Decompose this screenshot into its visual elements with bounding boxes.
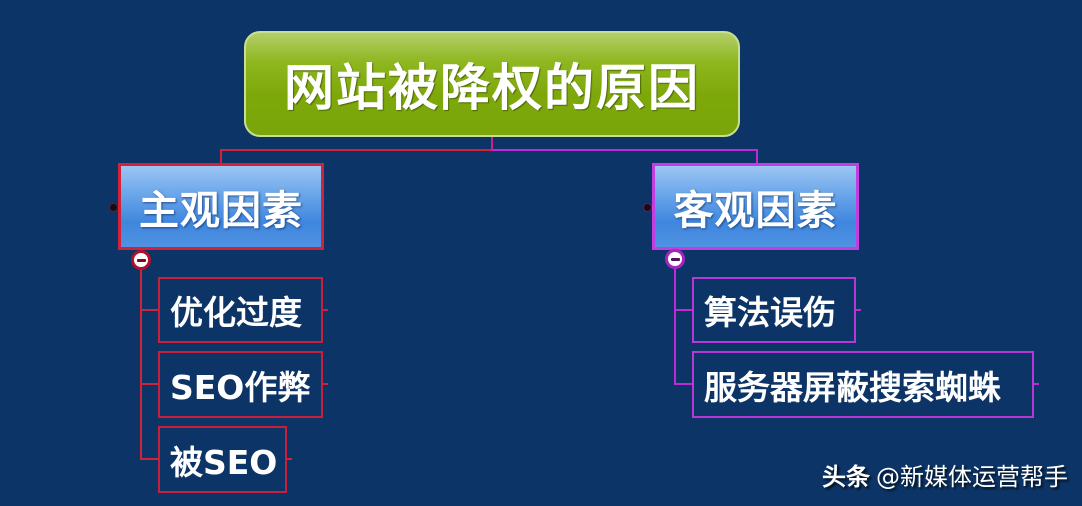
minus-icon [670,257,680,261]
leaf-label: 服务器屏蔽搜索蜘蛛 [704,367,1001,407]
connector-root-stem [491,137,493,150]
category-node-objective[interactable]: 客观因素 [652,163,859,250]
connector-root-left-horizontal [220,149,493,151]
left-branch-2 [140,383,159,385]
left-category-anchor-dot [109,203,118,212]
left-branch-1 [140,309,159,311]
category-label: 主观因素 [139,187,303,234]
leaf-stub [323,309,328,311]
watermark: 头条@新媒体运营帮手 [822,457,1068,492]
right-children-spine [674,266,676,385]
leaf-node-seo-cheating[interactable]: SEO作弊 [158,351,323,418]
leaf-label: 被SEO [170,442,278,482]
leaf-node-server-blocks-spider[interactable]: 服务器屏蔽搜索蜘蛛 [692,351,1034,418]
minus-icon [136,258,146,262]
leaf-node-algorithm-mistake[interactable]: 算法误伤 [692,277,856,343]
leaf-node-over-optimization[interactable]: 优化过度 [158,277,323,343]
leaf-stub [1034,383,1039,385]
left-children-spine [140,266,142,460]
root-node-title[interactable]: 网站被降权的原因 [244,31,740,137]
connector-right-drop [756,149,758,164]
leaf-label: 优化过度 [170,293,302,332]
watermark-account: @新媒体运营帮手 [876,463,1068,491]
collapse-left-icon[interactable] [131,250,151,270]
right-branch-1 [674,309,693,311]
root-node-label: 网站被降权的原因 [284,59,700,117]
category-label: 客观因素 [673,187,838,234]
right-category-anchor-dot [643,203,652,212]
category-node-subjective[interactable]: 主观因素 [118,163,324,250]
right-branch-2 [674,383,693,385]
watermark-platform: 头条 [822,463,870,491]
connector-root-right-horizontal [492,149,758,151]
leaf-stub [323,383,328,385]
collapse-right-icon[interactable] [665,249,685,269]
leaf-label: 算法误伤 [704,293,836,332]
connector-left-drop [220,149,222,164]
left-branch-3 [140,458,159,460]
leaf-stub [287,458,292,460]
leaf-stub [856,309,861,311]
leaf-label: SEO作弊 [170,367,311,407]
leaf-node-negative-seo[interactable]: 被SEO [158,426,287,493]
